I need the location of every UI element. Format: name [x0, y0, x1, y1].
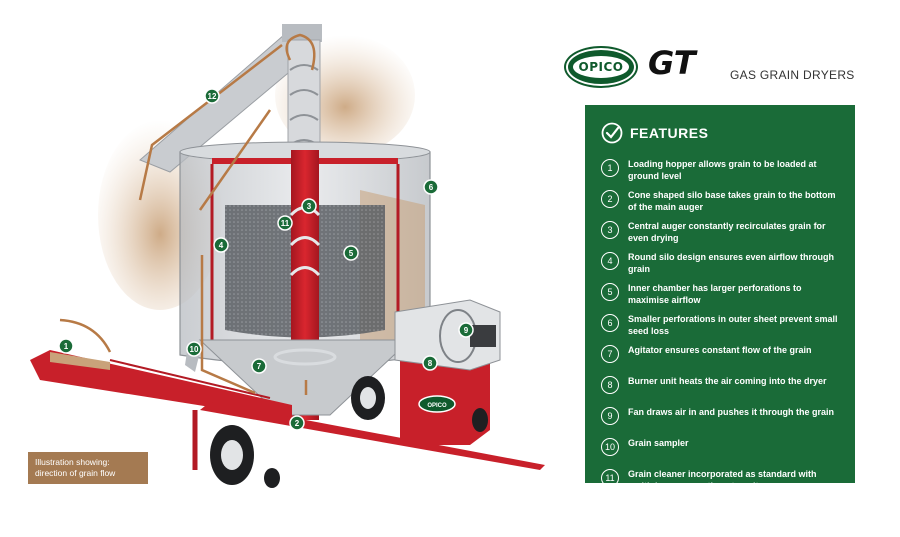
- opico-logo-inner: OPICO: [573, 56, 629, 78]
- auger-flight-top: [289, 64, 319, 146]
- feature-item: 11 Grain cleaner incorporated as standard…: [601, 468, 843, 492]
- callout-1: 1: [58, 338, 74, 354]
- feature-list: 1 Loading hopper allows grain to be loade…: [601, 158, 843, 523]
- callout-3: 3: [301, 198, 317, 214]
- feature-item: 3 Central auger constantly recirculates g…: [601, 220, 843, 244]
- discharge-head: [282, 24, 322, 42]
- wheel-spare: [264, 468, 280, 488]
- feature-number: 9: [601, 407, 619, 425]
- feature-text: Loading hopper allows grain to be loaded…: [628, 159, 817, 181]
- features-title: FEATURES: [630, 125, 709, 141]
- feature-item: 9 Fan draws air in and pushes it through …: [601, 406, 843, 430]
- feature-item: 8 Burner unit heats the air coming into t…: [601, 375, 843, 399]
- opico-logo: OPICO: [566, 48, 636, 86]
- wheel-front: [210, 425, 254, 485]
- feature-text: Agitator ensures constant flow of the gr…: [628, 345, 812, 355]
- opico-logo-text: OPICO: [578, 60, 624, 74]
- svg-text:3: 3: [307, 202, 312, 211]
- brand-header: OPICO GT GAS GRAIN DRYERS: [560, 44, 890, 94]
- feature-number: 2: [601, 190, 619, 208]
- svg-text:8: 8: [428, 359, 433, 368]
- feature-number: 7: [601, 345, 619, 363]
- svg-text:9: 9: [464, 326, 469, 335]
- unit-logo-text: OPICO: [427, 403, 447, 409]
- callout-7: 7: [251, 358, 267, 374]
- svg-text:12: 12: [208, 92, 217, 101]
- feature-item: 12 Grain is discharged from height in any…: [601, 499, 843, 523]
- feature-number: 3: [601, 221, 619, 239]
- feature-item: 2 Cone shaped silo base takes grain to th…: [601, 189, 843, 213]
- feature-number: 5: [601, 283, 619, 301]
- feature-text: Inner chamber has larger perforations to…: [628, 283, 802, 305]
- fan-motor: [470, 325, 496, 347]
- illustration-caption: Illustration showing: direction of grain…: [28, 452, 148, 484]
- callout-6: 6: [423, 179, 439, 195]
- feature-text: Fan draws air in and pushes it through t…: [628, 407, 835, 417]
- gt-logo: GT: [648, 46, 698, 80]
- feature-item: 1 Loading hopper allows grain to be loade…: [601, 158, 843, 182]
- features-panel: FEATURES 1 Loading hopper allows grain to…: [585, 105, 855, 518]
- unit-logo-badge: [418, 395, 456, 413]
- fan-housing: [394, 299, 501, 371]
- callout-12: 12: [204, 88, 220, 104]
- check-circle-icon: [601, 122, 623, 144]
- feature-text: Smaller perforations in outer sheet prev…: [628, 314, 838, 336]
- feature-text: Grain cleaner incorporated as standard w…: [628, 469, 817, 491]
- feature-number: 11: [601, 469, 619, 487]
- feature-text: Burner unit heats the air coming into th…: [628, 376, 827, 386]
- callout-9: 9: [458, 322, 474, 338]
- feature-text: Central auger constantly recirculates gr…: [628, 221, 826, 243]
- feature-number: 10: [601, 438, 619, 456]
- svg-text:5: 5: [349, 249, 354, 258]
- feature-item: 4 Round silo design ensures even airflow …: [601, 251, 843, 275]
- hopper-grain: [50, 352, 110, 370]
- callout-8: 8: [422, 355, 438, 371]
- agitator-ring: [273, 348, 337, 366]
- feature-text: Grain is discharged from height in any d…: [628, 500, 834, 510]
- svg-text:2: 2: [295, 419, 300, 428]
- callout-11: 11: [277, 215, 293, 231]
- feature-number: 6: [601, 314, 619, 332]
- feature-text: Cone shaped silo base takes grain to the…: [628, 190, 836, 212]
- callout-5: 5: [343, 245, 359, 261]
- wheel-rear: [351, 376, 385, 420]
- feature-item: 6 Smaller perforations in outer sheet pre…: [601, 313, 843, 337]
- feature-number: 1: [601, 159, 619, 177]
- callout-2: 2: [289, 415, 305, 431]
- gt-logo-text: GT: [648, 46, 698, 80]
- svg-text:1: 1: [64, 342, 69, 351]
- feature-item: 5 Inner chamber has larger perforations t…: [601, 282, 843, 306]
- svg-text:11: 11: [281, 219, 290, 228]
- feature-number: 12: [601, 500, 619, 518]
- feature-text: Round silo design ensures even airflow t…: [628, 252, 835, 274]
- feature-number: 8: [601, 376, 619, 394]
- grain-flow-arrows: [59, 33, 316, 395]
- callout-4: 4: [213, 237, 229, 253]
- feature-item: 7 Agitator ensures constant flow of the g…: [601, 344, 843, 368]
- svg-text:7: 7: [257, 362, 262, 371]
- feature-text: Grain sampler: [628, 438, 689, 448]
- callout-10: 10: [186, 341, 202, 357]
- trailer-chassis: [200, 402, 545, 470]
- features-header: FEATURES: [601, 121, 843, 145]
- svg-text:4: 4: [219, 241, 224, 250]
- control-wheel: [472, 408, 488, 432]
- feature-item: 10 Grain sampler: [601, 437, 843, 461]
- svg-text:10: 10: [190, 345, 199, 354]
- feature-number: 4: [601, 252, 619, 270]
- brand-subtitle: GAS GRAIN DRYERS: [730, 68, 855, 82]
- svg-text:6: 6: [429, 183, 434, 192]
- cone-base: [198, 339, 412, 416]
